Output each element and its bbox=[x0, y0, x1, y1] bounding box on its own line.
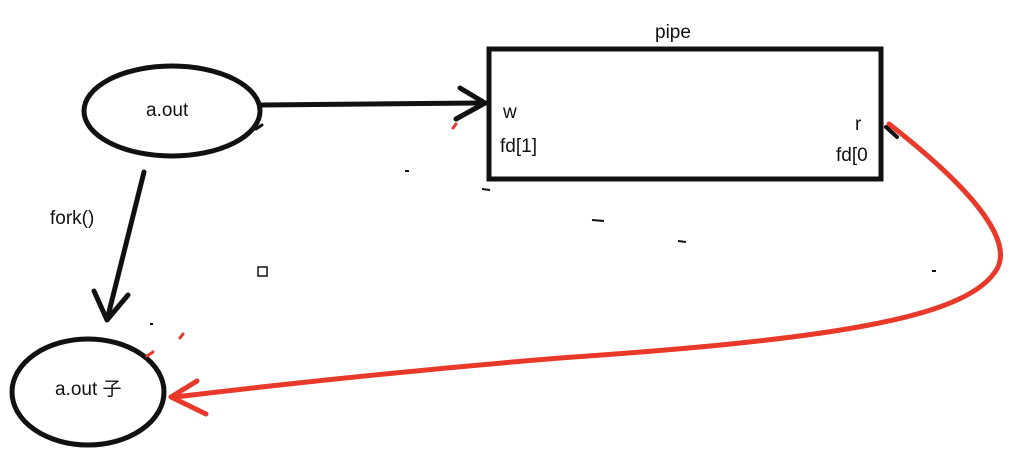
fork-edge-label: fork() bbox=[50, 208, 95, 229]
child-process-label: a.out 子 bbox=[55, 379, 122, 400]
pipe-read-fd-label: fd[0 bbox=[836, 145, 868, 166]
pipe-write-end-label: w bbox=[503, 102, 517, 123]
pipe-box[interactable] bbox=[486, 46, 884, 182]
read-arrow bbox=[168, 121, 1003, 417]
pipe-write-fd-label: fd[1] bbox=[500, 136, 537, 157]
write-arrow bbox=[259, 85, 488, 122]
parent-process-label: a.out bbox=[146, 100, 189, 121]
pipe-read-end-label: r bbox=[855, 114, 862, 135]
child-process-node[interactable] bbox=[9, 336, 167, 448]
pipe-title: pipe bbox=[655, 22, 691, 43]
stray-marks bbox=[145, 122, 936, 358]
parent-process-node[interactable] bbox=[81, 63, 263, 159]
fork-arrow bbox=[91, 169, 147, 323]
